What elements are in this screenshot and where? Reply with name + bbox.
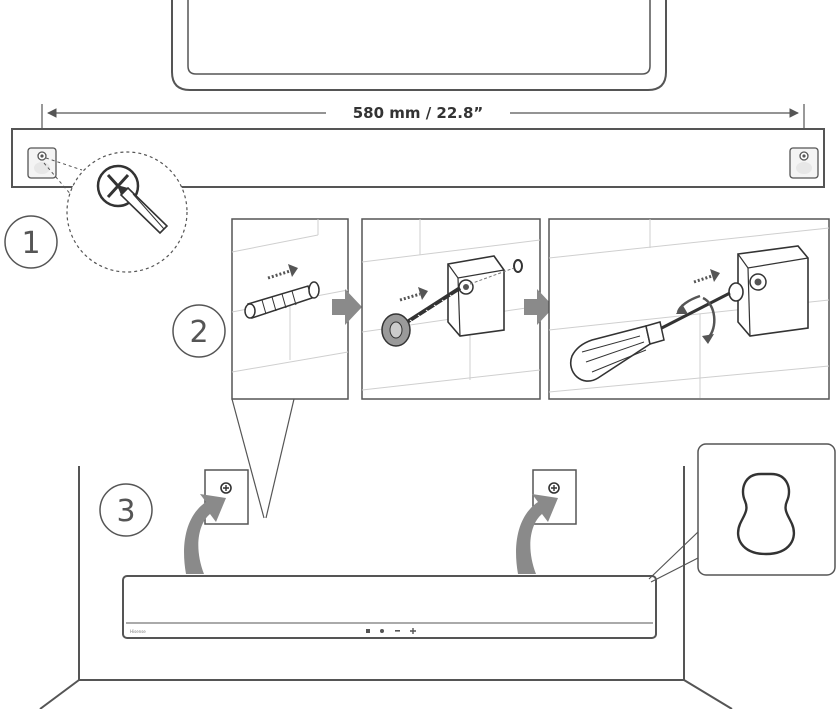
screw-icon bbox=[381, 286, 462, 347]
rotation-arrow-icon bbox=[676, 294, 716, 344]
insert-direction-arrow bbox=[267, 264, 298, 280]
mounted-bracket-icon bbox=[728, 245, 809, 337]
step-1-marker: 1 bbox=[4, 215, 58, 269]
screw-head-icon bbox=[548, 482, 560, 494]
step-arrow-2 bbox=[524, 289, 554, 325]
volume-up-icon bbox=[410, 628, 416, 634]
screw-direction-arrow bbox=[399, 287, 428, 302]
keyhole-icon bbox=[736, 472, 796, 556]
lift-arrow-right bbox=[516, 494, 558, 574]
power-icon bbox=[366, 629, 370, 633]
step-1-number: 1 bbox=[21, 226, 40, 261]
drill-mark-callout bbox=[43, 151, 188, 273]
tv-outline bbox=[171, 0, 667, 91]
wall-bracket-icon bbox=[447, 255, 505, 337]
keyhole-callout bbox=[648, 443, 836, 583]
wall-outline bbox=[39, 466, 733, 709]
step-2-panel-bracket bbox=[361, 218, 541, 400]
template-hole-right bbox=[789, 147, 819, 179]
step-3-number: 3 bbox=[116, 494, 135, 529]
template-hole-left bbox=[27, 147, 57, 179]
step-arrow-1 bbox=[332, 289, 362, 325]
step-2-panel-anchor bbox=[231, 218, 349, 400]
pencil-icon bbox=[117, 185, 169, 235]
step-2-marker: 2 bbox=[172, 304, 226, 358]
soundbar-brand-label: Hisense bbox=[130, 629, 146, 634]
volume-down-icon bbox=[395, 630, 400, 632]
lift-arrow-left bbox=[184, 494, 226, 574]
step-3-marker: 3 bbox=[99, 483, 153, 537]
step-2-panel-screwdriver bbox=[548, 218, 830, 400]
tighten-direction-arrow bbox=[693, 269, 720, 284]
washer-icon bbox=[513, 259, 523, 273]
screw-head-icon bbox=[220, 482, 232, 494]
dimension-label: 580 mm / 22.8” bbox=[353, 104, 484, 122]
input-icon bbox=[380, 629, 384, 633]
wall-anchor-icon bbox=[244, 281, 320, 319]
width-dimension: 580 mm / 22.8” bbox=[41, 104, 805, 150]
bracket-callout-lines bbox=[231, 398, 295, 519]
step-2-number: 2 bbox=[189, 315, 208, 350]
screwdriver-icon bbox=[569, 291, 731, 382]
soundbar-button-row bbox=[366, 628, 416, 634]
soundbar: Hisense bbox=[122, 575, 657, 639]
